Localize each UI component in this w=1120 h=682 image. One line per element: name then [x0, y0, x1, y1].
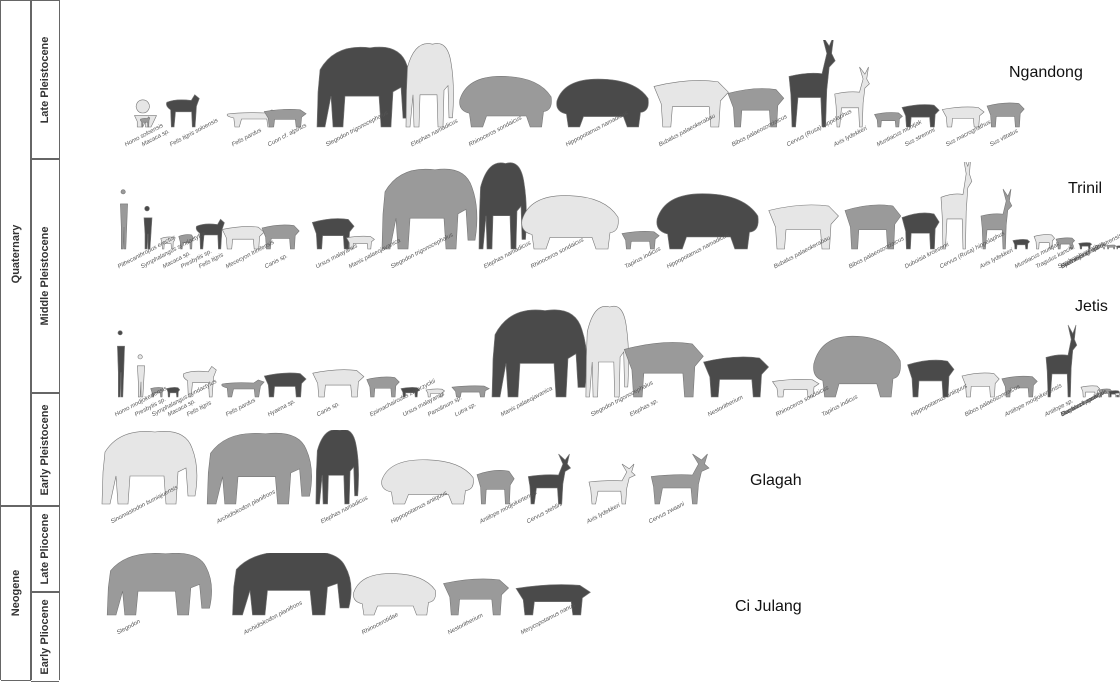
animal-silhouette-icon [651, 454, 709, 504]
animal-silhouette-icon [222, 380, 264, 397]
animal-silhouette-icon [317, 47, 412, 127]
animal-silhouette-icon [941, 162, 972, 249]
animal-silhouette-icon [479, 163, 526, 249]
animal-silhouette-icon [460, 76, 552, 127]
animal-silhouette-icon [789, 40, 835, 127]
animal-silhouette-icon [382, 460, 474, 504]
animal-silhouette-icon [586, 306, 629, 397]
animal-silhouette-icon [135, 100, 157, 127]
animal-silhouette-icon [444, 579, 509, 615]
animal-silhouette-icon [522, 196, 619, 249]
animal-silhouette-icon [137, 355, 144, 397]
fauna-row-ngandong-silhouettes [0, 40, 1120, 135]
animal-silhouette-icon [987, 103, 1024, 127]
animal-silhouette-icon [657, 194, 758, 249]
fauna-row-glagah-silhouettes [0, 430, 1120, 512]
animal-silhouette-icon [622, 231, 659, 249]
animal-silhouette-icon [704, 357, 769, 397]
animal-silhouette-icon [144, 206, 152, 249]
animal-silhouette-icon [942, 107, 984, 127]
animal-silhouette-icon [908, 360, 955, 397]
animal-silhouette-icon [167, 387, 180, 397]
animal-silhouette-icon [102, 431, 197, 504]
animal-silhouette-icon [477, 470, 514, 504]
animal-silhouette-icon [313, 370, 364, 397]
animal-silhouette-icon [316, 430, 359, 504]
animal-silhouette-icon [367, 377, 400, 397]
animal-silhouette-icon [557, 79, 649, 127]
animal-silhouette-icon [902, 213, 939, 249]
animal-silhouette-icon [117, 331, 124, 397]
animal-silhouette-icon [1013, 239, 1030, 249]
animal-silhouette-icon [1116, 246, 1120, 249]
animal-silhouette-icon [654, 80, 728, 127]
animal-silhouette-icon [589, 464, 635, 504]
animal-silhouette-icon [492, 310, 587, 397]
animal-silhouette-icon [120, 190, 127, 249]
animal-silhouette-icon [406, 43, 453, 127]
animal-silhouette-icon [222, 227, 264, 249]
animal-silhouette-icon [382, 169, 477, 249]
animal-silhouette-icon [312, 219, 354, 249]
animal-silhouette-icon [353, 574, 435, 615]
animal-silhouette-icon [166, 95, 199, 127]
animal-silhouette-icon [107, 553, 211, 615]
animal-silhouette-icon [962, 373, 999, 397]
animal-silhouette-icon [264, 373, 306, 397]
animal-silhouette-icon [516, 585, 590, 615]
animal-silhouette-icon [207, 433, 311, 504]
animal-silhouette-icon [875, 113, 903, 127]
